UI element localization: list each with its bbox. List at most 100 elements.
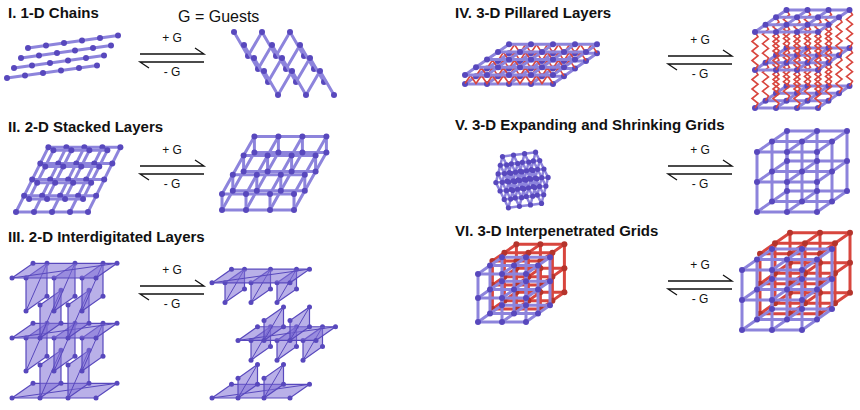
lattice-node [85,209,91,215]
lattice-node [291,207,297,213]
sheet-diagonal [212,269,310,283]
lattice-node [829,306,835,312]
lattice-node [115,381,120,386]
lattice-node [497,188,502,193]
lattice-node [784,257,790,263]
lattice-bond [786,182,789,212]
lattice-bond [302,135,326,138]
lattice-node [94,63,100,69]
lattice-node [829,169,835,175]
pillar-linker [836,17,842,55]
lattice-node [307,267,312,272]
lattice-node [537,241,543,247]
lattice-node [101,53,107,59]
lattice-node [504,179,509,184]
sheet-diagonal [212,384,310,398]
lattice-node [38,303,43,308]
lattice-bond [757,211,787,214]
lattice-node [487,287,493,293]
lattice-node [799,139,805,145]
arrow-label: - G [164,66,181,80]
equilibrium-arrow [140,48,204,68]
lattice-node [49,209,55,215]
lattice-node [487,311,493,317]
chain-bond [264,71,278,95]
lattice-node [66,303,71,308]
interpenetrated-open-illustration [739,230,853,333]
lattice-bond [786,290,789,320]
lattice-bond [489,266,492,290]
lattice-bond [477,274,480,298]
sheet-diagonal [238,365,258,398]
panel-title: I. 1-D Chains [8,4,99,21]
lattice-node [307,55,313,61]
lattice-node [815,29,821,35]
lattice-node [561,49,567,55]
lattice-node [523,254,529,260]
lattice-node [241,42,247,48]
lattice-node [511,311,517,317]
lattice-node [754,287,760,293]
lattice-node [847,230,853,236]
lattice-node [550,57,556,63]
chain-bond [234,32,248,56]
arrow-label: + G [162,144,182,158]
key-text: G = Guests [178,8,259,26]
lattice-node [522,177,527,182]
lattice-node [29,177,35,183]
lattice-node [93,193,99,199]
panel-title: III. 2-D Interdigitated Layers [8,228,205,245]
lattice-node [523,302,529,308]
lattice-node [475,271,481,277]
expanded-grid-illustration [754,128,850,215]
lattice-bond [816,152,819,182]
lattice-node [281,362,286,367]
lattice-node [275,92,281,98]
forward-arrow [668,50,732,56]
lattice-node [287,29,293,35]
lattice-node [836,14,842,20]
lattice-node [561,241,567,247]
lattice-node [299,149,305,155]
lattice-node [561,265,567,271]
lattice-node [769,276,775,282]
lattice-node [288,318,293,323]
chain-bond [278,71,292,95]
woven-layer-illustration [13,144,123,215]
lattice-node [79,38,85,44]
lattice-node [115,33,121,39]
pillar-linker [763,25,769,63]
lattice-node [498,163,503,168]
lattice-node [769,306,775,312]
lattice-node [26,196,32,202]
lattice-node [278,188,284,194]
lattice-node [784,287,790,293]
lattice-node [794,14,800,20]
pillar-linker [815,70,821,108]
lattice-node [495,171,500,176]
lattice-bond [513,266,516,290]
interpenetrated-compact-illustration [475,241,567,325]
lattice-node [210,396,215,401]
lattice-node [784,179,790,185]
lattice-node [543,183,548,188]
lattice-node [88,180,94,186]
lattice-node [814,209,820,215]
layer-sheet [12,383,117,398]
lattice-node [520,160,525,165]
separated-layer-illustration [210,267,339,401]
lattice-node [52,309,57,314]
layer-sheet [264,307,284,340]
lattice-node [294,286,299,291]
layer-sheet [12,323,117,338]
chain-bond [254,58,268,82]
lattice-node [210,280,215,285]
chain-bond [248,32,262,56]
lattice-node [291,191,297,197]
layer-sheet [238,327,336,341]
lattice-node [814,179,820,185]
pillar-linker [847,10,853,48]
lattice-node [814,257,820,263]
lattice-node [526,176,531,181]
lattice-bond [771,172,774,202]
